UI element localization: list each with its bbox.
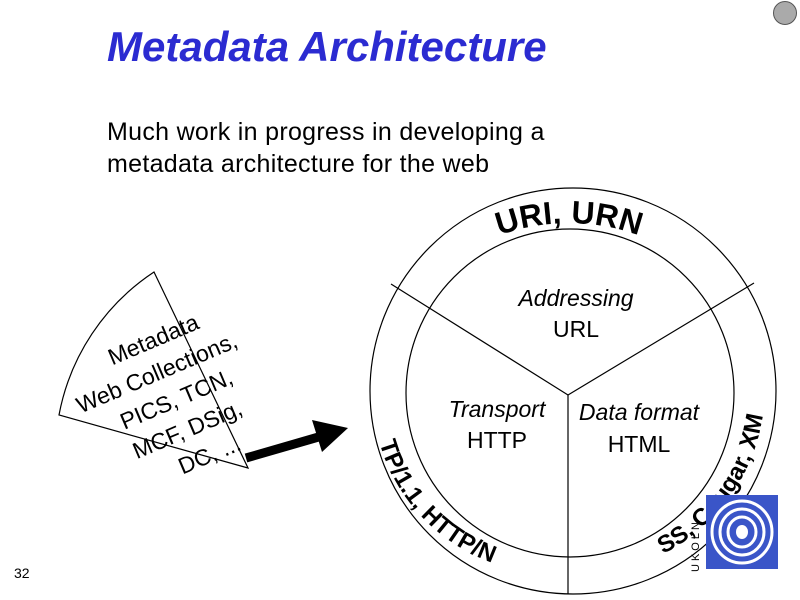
transport-value: HTTP [467,427,527,453]
subtitle-line-2: metadata architecture for the web [107,150,490,178]
metadata-fan-text: Metadata Web Collections, PICS, TCN, MCF… [72,309,246,480]
inner-circle [405,228,735,558]
transport-label: Transport [449,396,547,422]
slide-subtitle: Much work in progress in developing a me… [107,116,545,180]
slide-title: Metadata Architecture [107,23,547,70]
addressing-label: Addressing [516,285,633,311]
ring-label-css-cougar-xml: CSS, Cougar, XML [0,0,769,559]
metadata-fan-shape [58,271,250,469]
arrow-icon [244,420,348,463]
ukoln-logo-icon [706,495,778,569]
addressing-value: URL [553,316,599,342]
ring-label-uri-urn: URI, URN [491,194,647,242]
format-value: HTML [608,431,671,457]
format-label: Data format [579,399,701,425]
ring-label-http: HTTP/1.1, HTTP/NG [0,0,500,568]
subtitle-line-1: Much work in progress in developing a [107,118,545,146]
outer-ring [369,187,777,595]
nav-circle-button[interactable] [773,1,797,25]
spoke-left [390,283,569,396]
slide-number: 32 [14,565,30,581]
spoke-right [567,282,755,396]
ukoln-vendor-text: UKOLN [690,519,702,572]
